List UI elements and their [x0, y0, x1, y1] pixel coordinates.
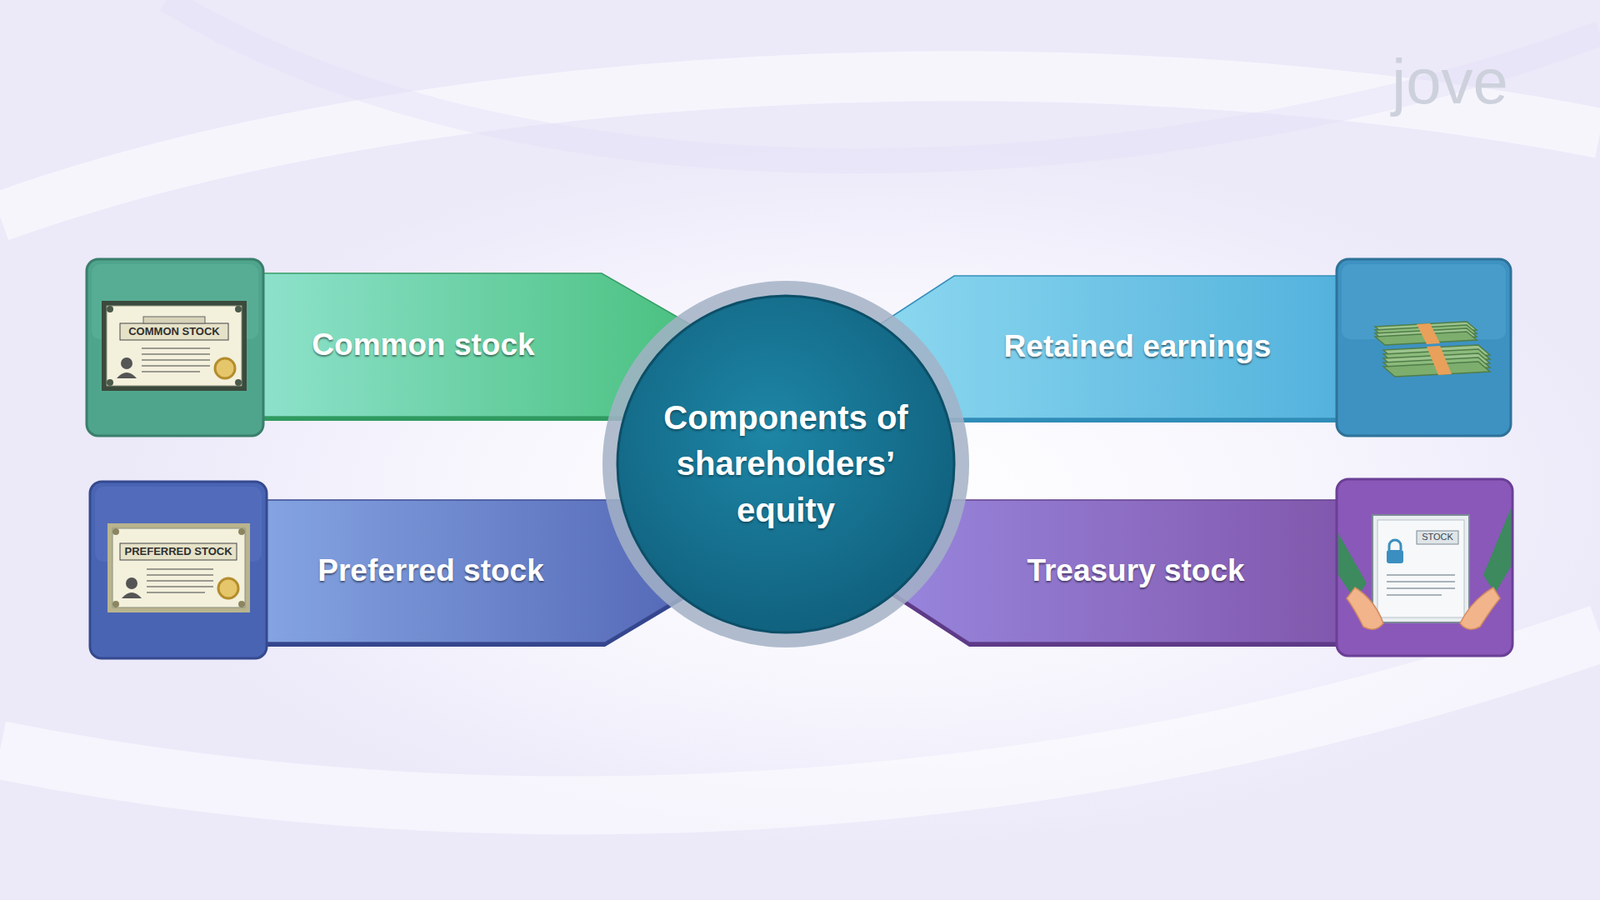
retained-earnings-icon	[1336, 259, 1511, 436]
band-label: Retained earnings	[955, 275, 1320, 419]
common-stock-icon	[86, 259, 264, 436]
center-circle: Components of shareholders’ equity	[602, 280, 970, 648]
watermark-logo: jove	[1366, 43, 1534, 120]
band-label: Common stock	[263, 273, 584, 417]
band-label: Preferred stock	[266, 500, 595, 643]
certificate-title: COMMON STOCK	[120, 325, 229, 339]
certificate-title: PREFERRED STOCK	[120, 545, 237, 559]
preferred-stock-icon	[90, 481, 267, 659]
center-title: Components of shareholders’ equity	[648, 280, 924, 648]
certificate-title: STOCK	[1416, 531, 1459, 543]
band-label: Treasury stock	[962, 500, 1310, 643]
treasury-stock-icon	[1336, 479, 1513, 656]
